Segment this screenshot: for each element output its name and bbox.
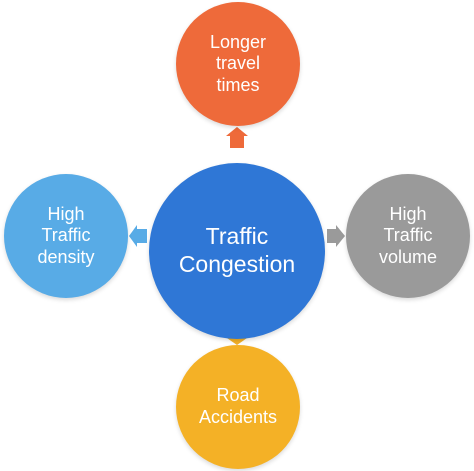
node-high-traffic-density: High Traffic density xyxy=(4,174,128,298)
node-traffic-congestion: Traffic Congestion xyxy=(149,163,325,339)
arrow-up xyxy=(226,127,248,148)
node-label-traffic-congestion: Traffic Congestion xyxy=(178,223,296,277)
node-label-longer-travel-times: Longer travel times xyxy=(209,31,267,95)
node-road-accidents: Road Accidents xyxy=(176,345,300,469)
node-high-traffic-volume: High Traffic volume xyxy=(346,174,470,298)
node-label-high-traffic-volume: High Traffic volume xyxy=(378,203,438,267)
node-longer-travel-times: Longer travel times xyxy=(176,2,300,126)
node-label-high-traffic-density: High Traffic density xyxy=(37,203,95,267)
arrow-right xyxy=(327,225,345,247)
node-label-road-accidents: Road Accidents xyxy=(198,385,278,427)
arrow-left xyxy=(129,225,147,247)
